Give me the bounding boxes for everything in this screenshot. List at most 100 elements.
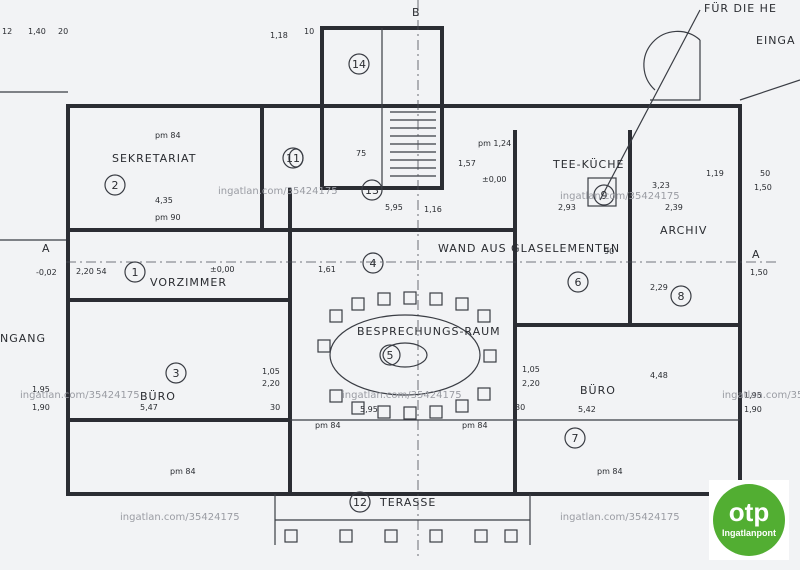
dim-157: 1,57 [458, 159, 476, 168]
room-number-12: 12 [353, 496, 367, 509]
dim-195b: 1,95 [744, 391, 762, 400]
dim-002: -0,02 [36, 268, 57, 277]
note-entrance-left: NGANG [0, 332, 46, 345]
room-number-6: 6 [575, 276, 582, 289]
room-number-2: 2 [112, 179, 119, 192]
watermark-5: ingatlan.com/35424175 [722, 390, 800, 401]
dim-448: 4,48 [650, 371, 668, 380]
note-glass-wall: WAND AUS GLASELEMENTEN [438, 242, 620, 255]
dim-000b: ±0,00 [482, 175, 507, 184]
dim-pm84c: pm 84 [315, 421, 341, 430]
note-entrance: EINGA VERW [756, 34, 800, 47]
room-circle-8 [670, 285, 692, 307]
room-name-besprechung: BESPRECHUNGS-RAUM [357, 325, 501, 338]
label-archiv: ARCHIV [660, 224, 707, 237]
watermark-3: ingatlan.com/35424175 [20, 390, 140, 401]
note-top: FÜR DIE HE [704, 2, 777, 15]
dim-000: ±0,00 [210, 265, 235, 274]
dim-190b: 1,90 [744, 405, 762, 414]
terrace-columns [284, 529, 518, 543]
conference-table [329, 314, 481, 396]
room-name-buero-left: BÜRO [140, 390, 176, 403]
watermark-7: ingatlan.com/35424175 [560, 512, 680, 523]
room-circle-1 [124, 261, 146, 283]
room-name-buero-right: BÜRO [580, 384, 616, 397]
dim-pm90: pm 90 [155, 213, 181, 222]
room-circle-6 [567, 271, 589, 293]
site-line-right [739, 79, 800, 101]
dim-161: 1,61 [318, 265, 336, 274]
watermark-1: ingatlan.com/35424175 [218, 186, 338, 197]
dim-150: 1,50 [754, 183, 772, 192]
otp-logo-subtitle: Ingatlanpont [722, 528, 776, 538]
room-name-terasse: TERASSE [379, 496, 436, 509]
dim-30: 30 [270, 403, 280, 412]
dim-119: 1,19 [706, 169, 724, 178]
room-circle-3 [165, 362, 187, 384]
dim-542: 5,42 [578, 405, 596, 414]
dim-547: 5,47 [140, 403, 158, 412]
dim-229: 2,29 [650, 283, 668, 292]
room-number-8: 8 [678, 290, 685, 303]
room-circle-2 [104, 174, 126, 196]
dim-323: 3,23 [652, 181, 670, 190]
dim-220b: 2,20 [522, 379, 540, 388]
room-name-vorzimmer: VORZIMMER [150, 276, 227, 289]
room-number-13: 13 [365, 184, 379, 197]
dim-30b: 30 [515, 403, 525, 412]
otp-logo: otp Ingatlanpont [709, 480, 789, 560]
dim-239: 2,39 [665, 203, 683, 212]
dim-pm84e: pm 84 [597, 467, 623, 476]
dim-105: 1,05 [262, 367, 280, 376]
dim-pm84b: pm 84 [170, 467, 196, 476]
dim-595: 5,95 [385, 203, 403, 212]
chairs [317, 291, 497, 420]
dim-50: 50 [760, 169, 770, 178]
otp-logo-mark: otp [728, 497, 770, 527]
watermark-4: ingatlan.com/35424175 [342, 390, 462, 401]
dim-140: 1,40 [28, 27, 46, 36]
room-number-14: 14 [352, 58, 366, 71]
entrance-stair-arc [643, 30, 701, 91]
room-circle-9 [593, 184, 615, 206]
dim-150b: 1,50 [750, 268, 768, 277]
room-number-4: 4 [370, 257, 377, 270]
room-number-7: 7 [572, 432, 579, 445]
dim-pm124: pm 1,24 [478, 139, 511, 148]
room-circle-5 [379, 344, 401, 366]
dim-116: 1,16 [424, 205, 442, 214]
room-circle-11 [282, 147, 304, 169]
section-marker-a-right: A [752, 248, 761, 261]
dim-190: 1,90 [32, 403, 50, 412]
dim-75: 75 [356, 149, 366, 158]
dim-20: 20 [58, 27, 68, 36]
room-number-1: 1 [132, 266, 139, 279]
room-circle-7 [564, 427, 586, 449]
room-circle-14 [348, 53, 370, 75]
dim-293: 2,93 [558, 203, 576, 212]
table-centerpiece [382, 342, 428, 368]
dim-105b: 1,05 [522, 365, 540, 374]
dim-pm84: pm 84 [155, 131, 181, 140]
room-number-9: 9 [601, 189, 608, 202]
room-circle-12 [349, 491, 371, 513]
room-circle-13 [361, 179, 383, 201]
dim-10: 10 [304, 27, 314, 36]
dim-220: 2,20 [262, 379, 280, 388]
room-number-3: 3 [173, 367, 180, 380]
room-number-5: 5 [387, 349, 394, 362]
watermark-6: ingatlan.com/35424175 [120, 512, 240, 523]
room-name-teekueche: TEE-KÜCHE [552, 158, 624, 171]
stair-treads [390, 111, 436, 177]
dim-595b: 5,95 [360, 405, 378, 414]
entrance-stair-frame [650, 40, 701, 101]
arrow-top-note [599, 9, 701, 201]
room-circle-4 [362, 252, 384, 274]
watermark-2: ingatlan.com/35424175 [560, 191, 680, 202]
dim-435: 4,35 [155, 196, 173, 205]
section-marker-a-left: A [42, 242, 51, 255]
dim-195: 1,95 [32, 385, 50, 394]
room-number-11: 11 [286, 152, 300, 165]
dim-118: 1,18 [270, 31, 288, 40]
